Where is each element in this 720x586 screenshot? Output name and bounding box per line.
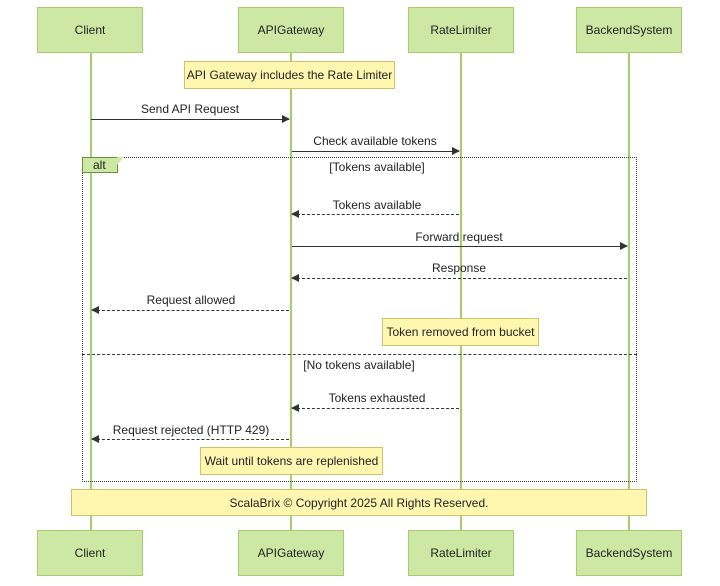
actor-backend-label: BackendSystem (585, 23, 673, 37)
arrow-check-tokens (292, 147, 460, 155)
actor-limiter-label: RateLimiter (430, 546, 492, 560)
actor-client-label: Client (74, 546, 106, 560)
message-label-request-allowed: Request allowed (146, 293, 236, 307)
note-text: Wait until tokens are replenished (204, 454, 379, 468)
arrow-request-allowed (91, 306, 289, 314)
actor-limiter-bottom: RateLimiter (408, 530, 514, 576)
note-wait-replenish: Wait until tokens are replenished (200, 447, 383, 475)
message-label-tokens-exhausted: Tokens exhausted (328, 391, 426, 405)
actor-limiter-label: RateLimiter (430, 23, 492, 37)
note-text: API Gateway includes the Rate Limiter (186, 68, 393, 82)
note-gateway-includes-limiter: API Gateway includes the Rate Limiter (184, 61, 395, 89)
actor-gateway-bottom: APIGateway (238, 530, 344, 576)
arrow-send-request (91, 115, 290, 123)
arrow-tokens-exhausted (291, 404, 459, 412)
note-token-removed: Token removed from bucket (382, 318, 539, 346)
arrowhead (291, 404, 299, 412)
backend-lifeline (628, 53, 630, 530)
alt-else-divider (82, 354, 637, 355)
message-label-send-request: Send API Request (140, 102, 240, 116)
actor-client-label: Client (74, 23, 106, 37)
actor-backend-top: BackendSystem (576, 7, 682, 53)
arrow-response (291, 274, 627, 282)
alt-fragment (82, 157, 637, 482)
alt-condition-tokens-available: [Tokens available] (329, 160, 425, 174)
arrowhead (620, 242, 628, 250)
message-label-forward-request: Forward request (415, 230, 503, 244)
actor-backend-bottom: BackendSystem (576, 530, 682, 576)
arrow-forward-request (292, 242, 628, 250)
message-label-tokens-available: Tokens available (332, 198, 422, 212)
actor-client-top: Client (37, 7, 143, 53)
actor-backend-label: BackendSystem (585, 546, 673, 560)
arrowhead (91, 306, 99, 314)
actor-gateway-label: APIGateway (257, 546, 325, 560)
alt-condition-no-tokens: [No tokens available] (303, 358, 415, 372)
note-copyright: ScalaBrix © Copyright 2025 All Rights Re… (71, 489, 647, 516)
arrow-request-rejected (91, 435, 289, 443)
message-label-request-rejected: Request rejected (HTTP 429) (112, 423, 270, 437)
arrowhead (291, 210, 299, 218)
actor-limiter-top: RateLimiter (408, 7, 514, 53)
arrowhead (452, 147, 460, 155)
actor-client-bottom: Client (37, 530, 143, 576)
message-label-response: Response (431, 261, 487, 275)
client-lifeline (90, 53, 92, 530)
arrowhead (91, 435, 99, 443)
arrowhead (291, 274, 299, 282)
actor-gateway-label: APIGateway (257, 23, 325, 37)
note-text: Token removed from bucket (386, 325, 535, 339)
message-label-check-tokens: Check available tokens (313, 134, 437, 148)
arrowhead (282, 115, 290, 123)
actor-gateway-top: APIGateway (238, 7, 344, 53)
copyright-text: ScalaBrix © Copyright 2025 All Rights Re… (229, 495, 489, 510)
limiter-lifeline (460, 53, 462, 530)
gateway-lifeline (290, 53, 292, 530)
arrow-tokens-available (291, 210, 459, 218)
alt-fragment-label: alt (82, 157, 124, 173)
